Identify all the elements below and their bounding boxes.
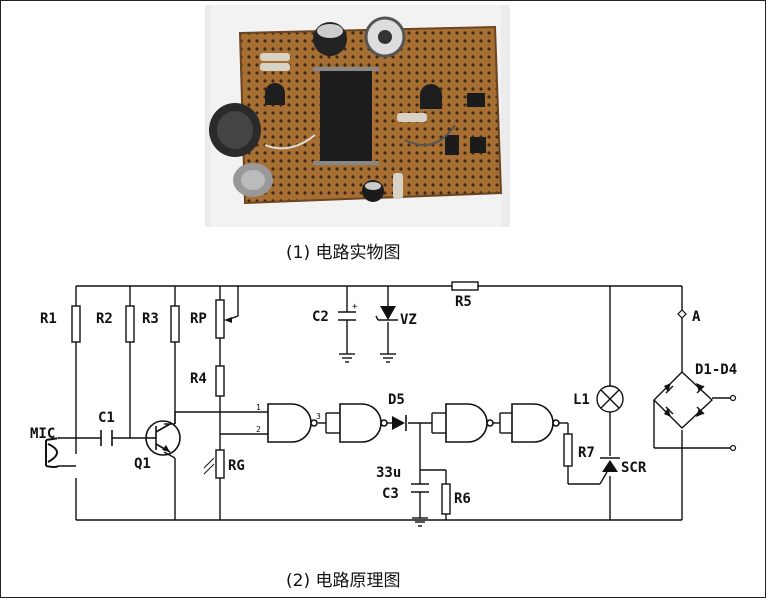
label-r1: R1 (40, 311, 57, 327)
label-r7: R7 (578, 445, 595, 461)
photo-caption: (1) 电路实物图 (286, 243, 401, 263)
r4-resistor (215, 365, 225, 397)
nand-gate-3 (445, 403, 488, 443)
r5-resistor (451, 281, 479, 291)
nand-gate-2 (339, 403, 382, 443)
label-c3: C3 (382, 486, 399, 502)
c2-capacitor (338, 311, 356, 321)
gate-pin-1: 1 (256, 403, 261, 412)
label-c1: C1 (98, 410, 115, 426)
nand-3-bubble (486, 419, 494, 427)
gate-pin-3: 3 (316, 412, 321, 421)
ground-symbols (339, 353, 428, 527)
label-mic: MIC (30, 426, 55, 442)
terminal-a (677, 309, 687, 319)
circuit-photo (205, 5, 510, 227)
gate-pin-2: 2 (256, 425, 261, 434)
label-d5: D5 (388, 392, 405, 408)
label-c3-value: 33u (376, 465, 401, 481)
label-rg: RG (228, 458, 245, 474)
label-r6: R6 (454, 491, 471, 507)
label-d1-d4: D1-D4 (695, 362, 737, 378)
r6-resistor (441, 483, 451, 515)
c1-capacitor (100, 430, 113, 446)
c3-capacitor (411, 483, 429, 493)
label-c2: C2 (312, 309, 329, 325)
label-r2: R2 (96, 311, 113, 327)
label-vz: VZ (400, 312, 417, 328)
r2-resistor (125, 305, 135, 343)
nand-4-bubble (552, 419, 560, 427)
label-q1: Q1 (134, 456, 151, 472)
label-r5: R5 (455, 294, 472, 310)
label-l1: L1 (573, 392, 590, 408)
label-rp: RP (190, 311, 207, 327)
r1-resistor (71, 305, 81, 343)
rg-photoresistor (215, 449, 225, 479)
rg-light-arrows (203, 457, 215, 475)
d1-d4-bridge-rectifier (653, 371, 714, 429)
nand-2-bubble (380, 419, 388, 427)
mic-symbol (45, 437, 60, 468)
r3-resistor (170, 305, 180, 343)
label-r4: R4 (190, 371, 207, 387)
c2-plus-sign: + (352, 302, 358, 312)
label-r3: R3 (142, 311, 159, 327)
ac-input-terminals (729, 394, 737, 452)
vz-zener-diode (375, 306, 398, 321)
rp-wiper-arrow (224, 317, 232, 323)
nand-gate-4 (511, 403, 554, 443)
scr-thyristor (599, 457, 620, 485)
circuit-photo-drawing (205, 5, 510, 227)
d5-diode (392, 415, 407, 431)
l1-lamp (596, 385, 624, 413)
rp-potentiometer (215, 299, 225, 339)
label-a: A (692, 309, 701, 325)
schematic-caption: (2) 电路原理图 (286, 571, 401, 591)
r7-resistor (563, 433, 573, 467)
label-scr: SCR (621, 460, 647, 476)
nand-1-bubble (310, 419, 318, 427)
nand-gate-1 (267, 403, 312, 443)
